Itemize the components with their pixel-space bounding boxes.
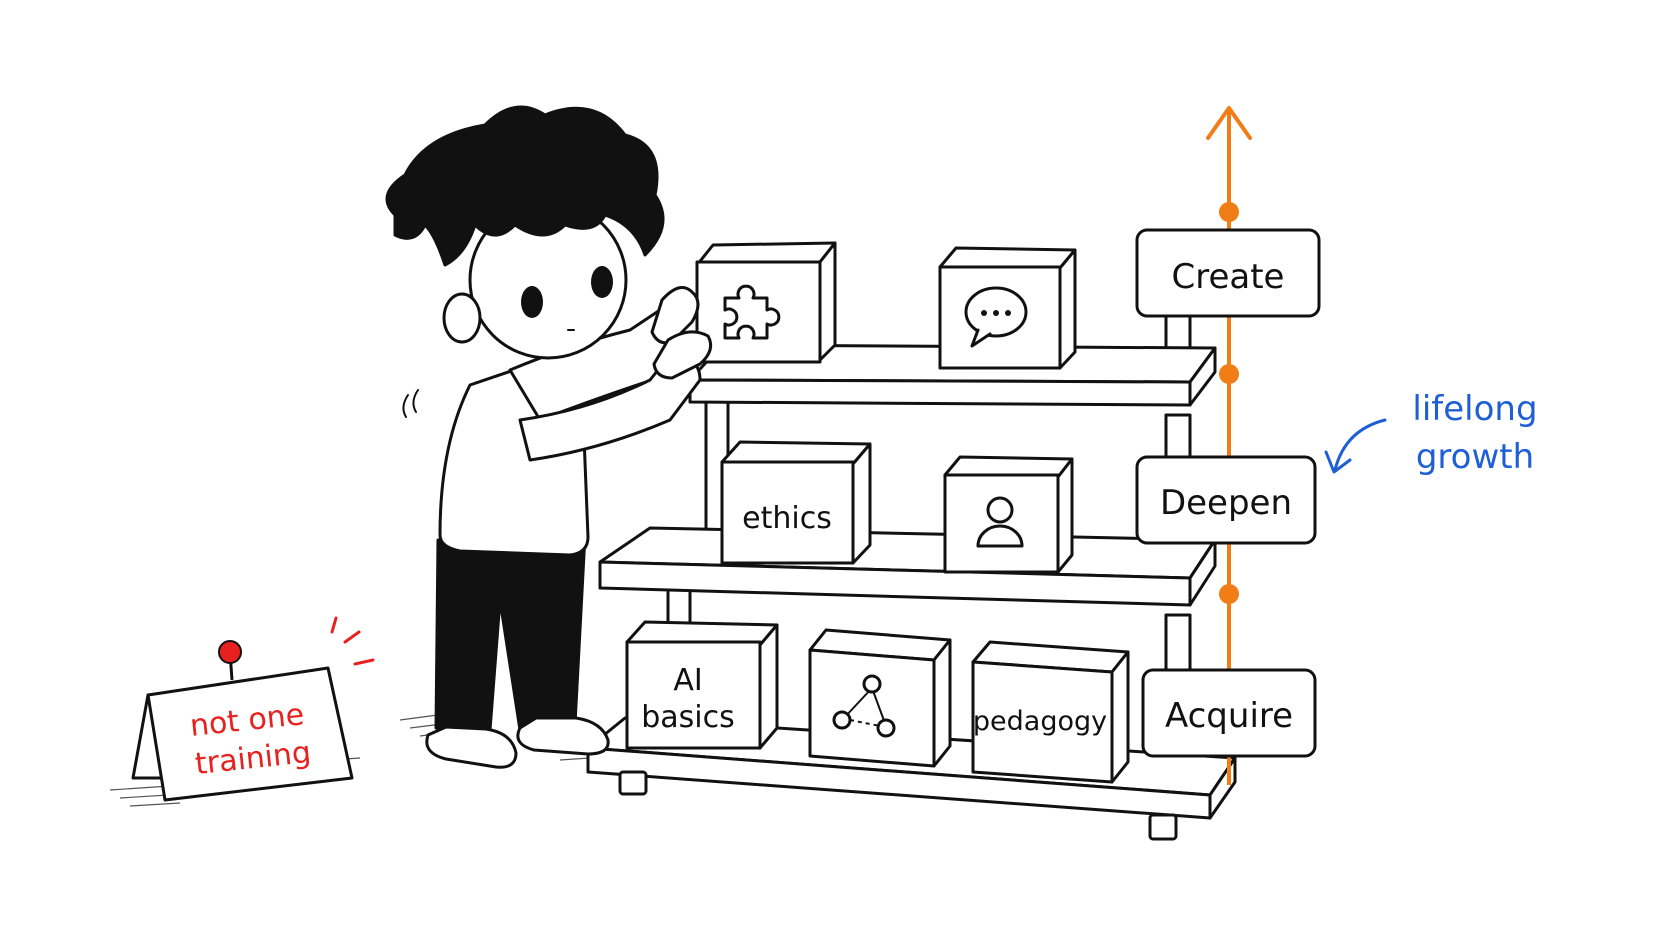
- emphasis-marks: [330, 616, 375, 666]
- block-label-basics: basics: [641, 700, 735, 735]
- child-figure: [385, 105, 713, 769]
- lifelong-growth-annotation: lifelong growth: [1324, 389, 1538, 477]
- annotation-arrow: [1333, 418, 1387, 472]
- ear: [442, 292, 482, 344]
- block-ethics: ethics: [720, 440, 872, 565]
- hand-upper: [650, 286, 700, 345]
- block-pedagogy: pedagogy: [971, 640, 1130, 784]
- stage-sign-deepen: Deepen: [1135, 455, 1317, 545]
- block-person: [943, 455, 1074, 574]
- annotation-line1: lifelong: [1412, 389, 1537, 429]
- block-label-pedagogy: pedagogy: [973, 706, 1107, 737]
- not-one-training-sign: not one training: [131, 616, 375, 802]
- stage-label-acquire: Acquire: [1165, 696, 1293, 736]
- hand-lower: [652, 330, 713, 380]
- person-icon: [976, 496, 1024, 548]
- chat-bubble-icon: [964, 286, 1028, 348]
- stage-label-deepen: Deepen: [1160, 483, 1292, 523]
- stage-sign-acquire: Acquire: [1141, 668, 1317, 758]
- eye-left: [521, 286, 543, 318]
- block-label-ai: AI: [673, 663, 702, 698]
- growth-node-acquire: [1219, 584, 1239, 604]
- network-nodes-icon: [832, 674, 896, 738]
- block-ai-basics: AI basics: [625, 620, 779, 750]
- eye-right: [591, 266, 613, 298]
- block-network: [808, 628, 952, 768]
- pushpin-icon: [218, 640, 242, 664]
- annotation-line2: growth: [1416, 437, 1534, 477]
- shoe-right: [516, 716, 610, 756]
- growth-node-deepen: [1219, 364, 1239, 384]
- growth-node-create: [1219, 202, 1239, 222]
- stage-sign-create: Create: [1135, 228, 1321, 318]
- block-chat: [938, 246, 1077, 370]
- shoe-left: [425, 725, 518, 769]
- block-puzzle: [695, 241, 837, 364]
- block-label-ethics: ethics: [742, 501, 832, 536]
- stage-label-create: Create: [1172, 257, 1285, 297]
- puzzle-piece-icon: [723, 284, 781, 340]
- hair: [385, 105, 665, 267]
